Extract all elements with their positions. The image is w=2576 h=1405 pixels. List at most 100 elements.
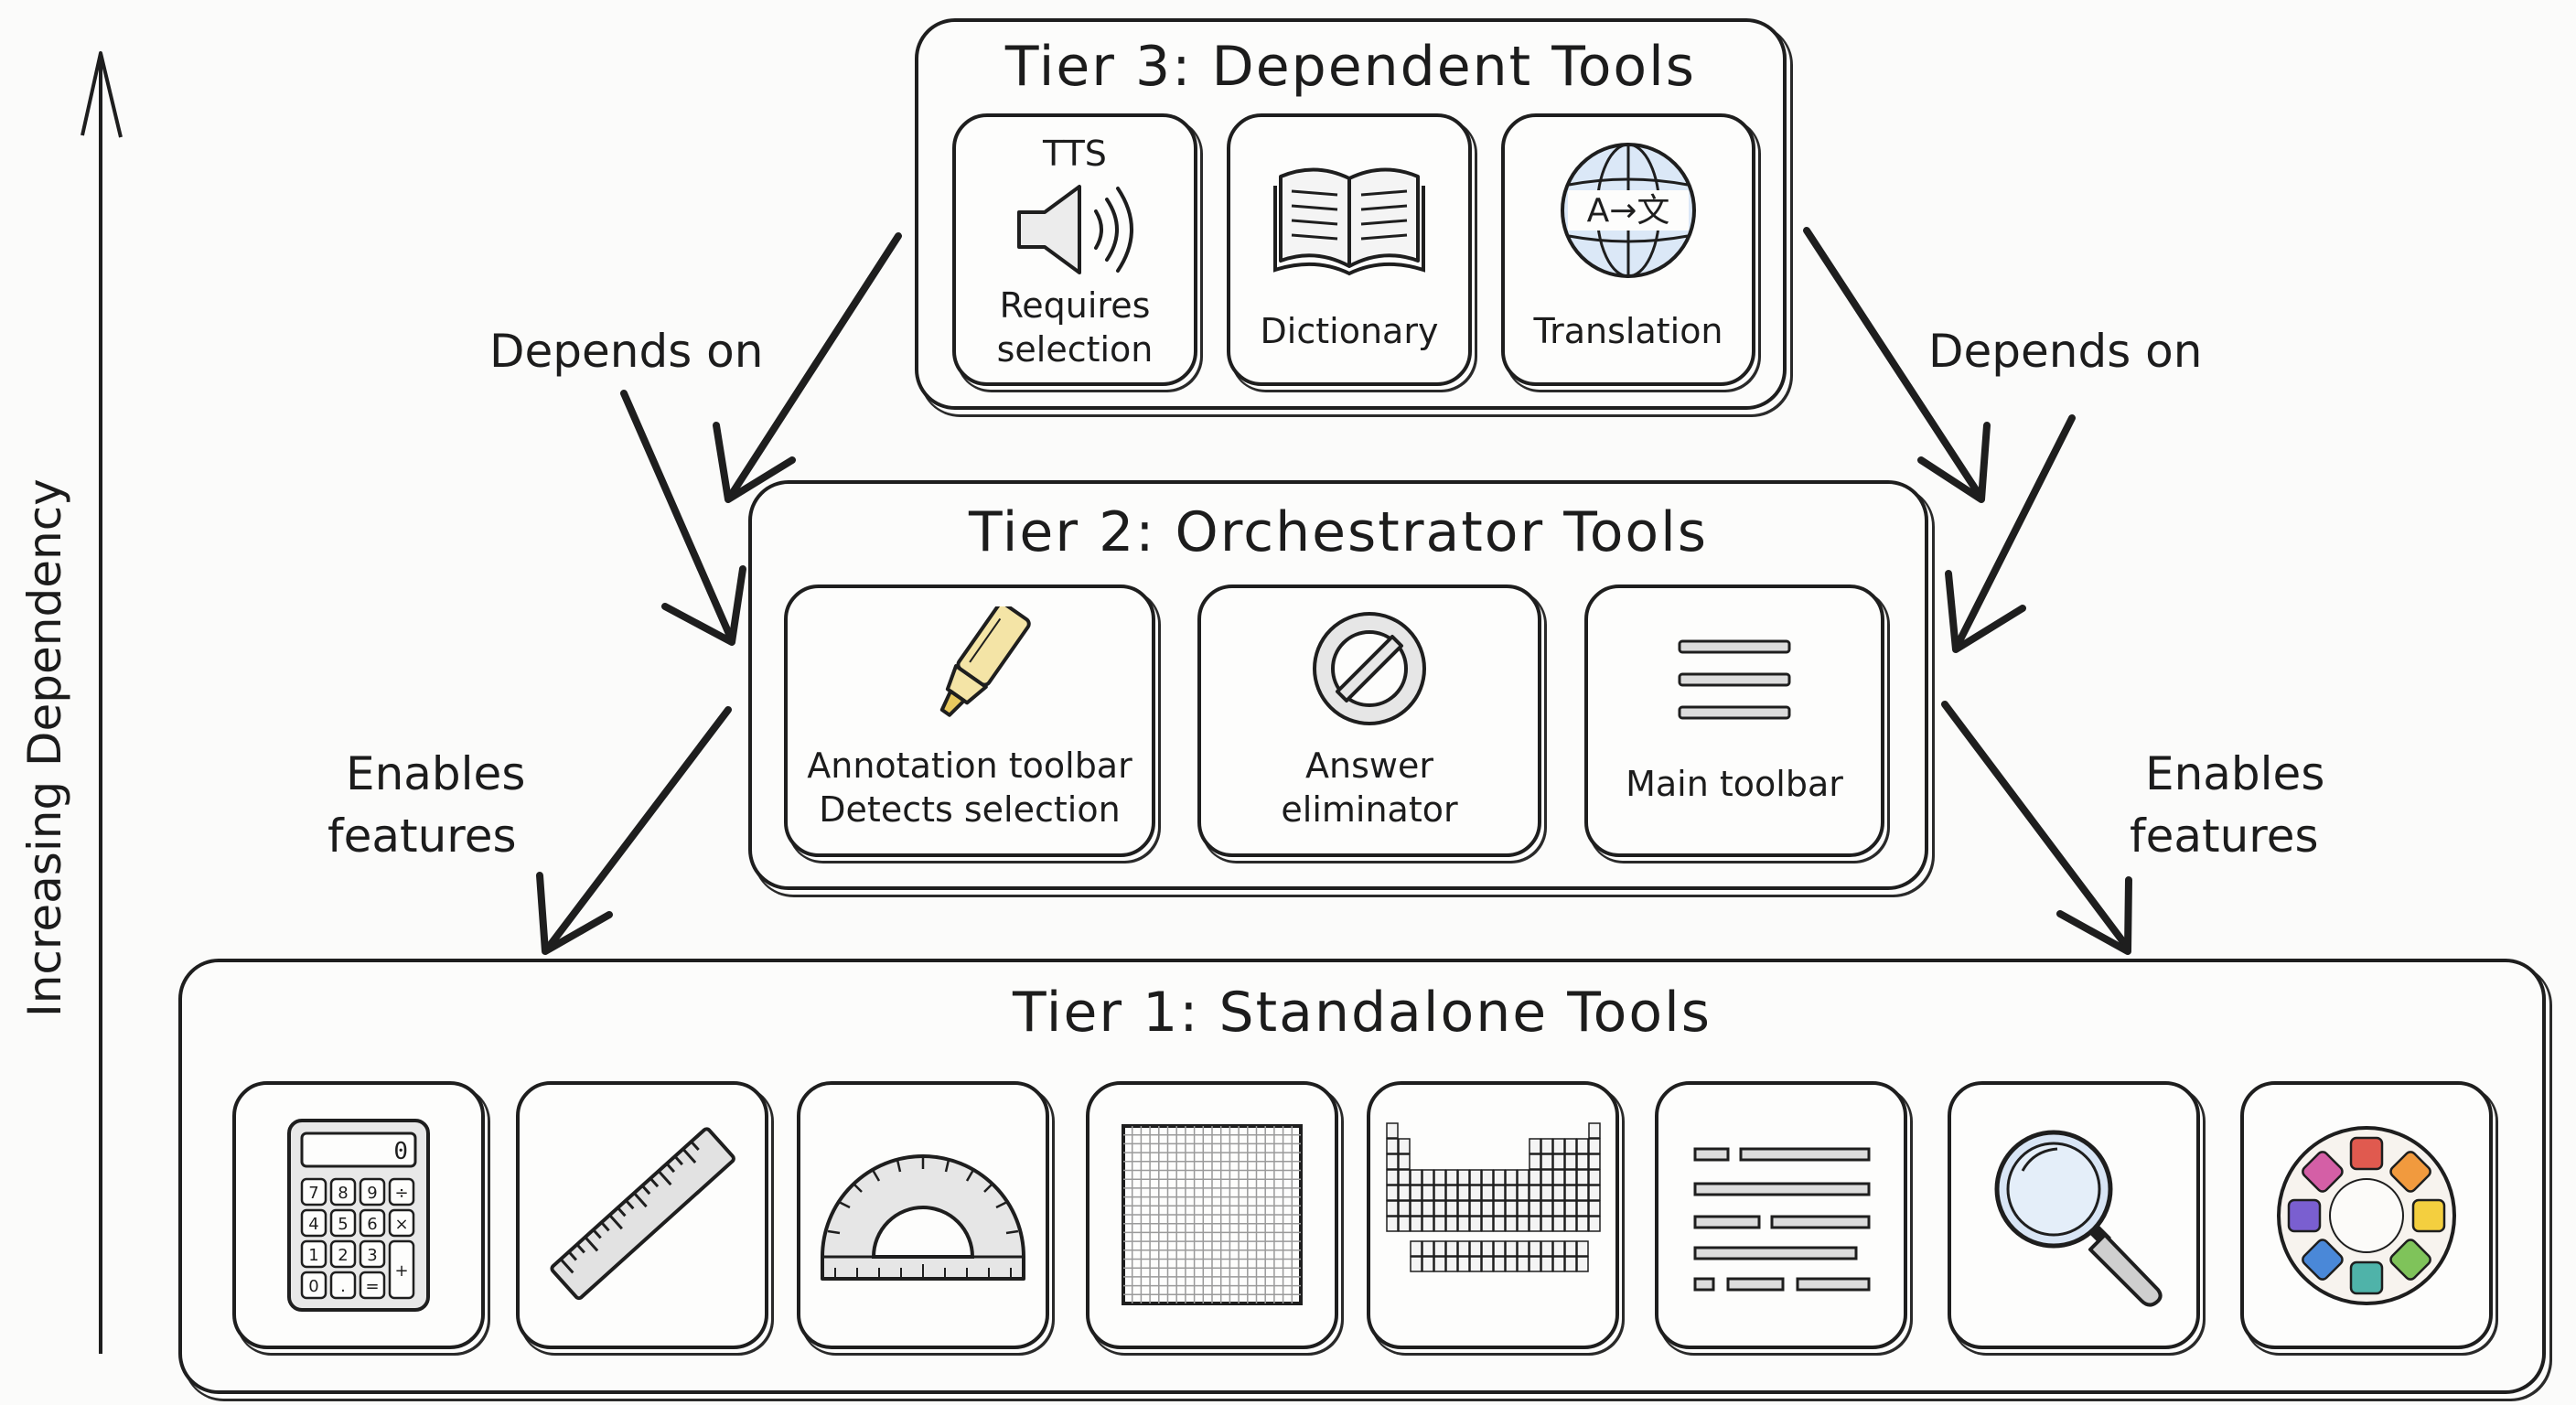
- magnifier-tool-card[interactable]: [1948, 1081, 2200, 1349]
- element-cell: [1517, 1216, 1530, 1232]
- element-cell: [1398, 1169, 1411, 1185]
- palette-swatch: [2287, 1198, 2322, 1233]
- element-cell: [1576, 1138, 1589, 1154]
- palette-swatch: [2349, 1260, 2384, 1295]
- calculator-key-label: 1: [308, 1246, 318, 1265]
- depends-on-label-right: Depends on: [1928, 325, 2203, 378]
- calculator-key-label: .: [340, 1277, 346, 1296]
- element-cell: [1493, 1240, 1506, 1257]
- element-cell: [1540, 1185, 1553, 1201]
- element-cell: [1493, 1200, 1506, 1217]
- calculator-key: [329, 1208, 357, 1238]
- element-cell: [1433, 1240, 1446, 1257]
- element-cell: [1386, 1122, 1399, 1139]
- element-cell: [1481, 1169, 1494, 1185]
- main-toolbar-card[interactable]: Main toolbar: [1584, 585, 1884, 857]
- calculator-key-label: 0: [308, 1277, 318, 1296]
- tier2-title: Tier 2: Orchestrator Tools: [968, 500, 1709, 564]
- calculator-key: [388, 1208, 415, 1238]
- element-cell: [1540, 1200, 1553, 1217]
- element-cell: [1410, 1169, 1422, 1185]
- element-cell: [1410, 1240, 1422, 1257]
- arrow-tier2-to-tier1-left: [536, 706, 732, 955]
- element-cell: [1422, 1185, 1434, 1201]
- arrow-tier2-to-tier1-right: [1941, 701, 2132, 955]
- element-cell: [1517, 1240, 1530, 1257]
- tts-label-line2: selection: [996, 329, 1154, 370]
- palette-swatch: [2411, 1198, 2446, 1233]
- translation-card[interactable]: A→文 Translation: [1501, 113, 1755, 386]
- dictionary-label: Dictionary: [1260, 311, 1439, 351]
- element-cell: [1552, 1240, 1565, 1257]
- grid-paper-card[interactable]: [1086, 1081, 1338, 1349]
- enables-features-label-left-2: features: [327, 810, 517, 863]
- element-cell: [1564, 1200, 1577, 1217]
- element-cell: [1540, 1256, 1553, 1272]
- element-cell: [1540, 1169, 1553, 1185]
- element-cell: [1410, 1185, 1422, 1201]
- element-cell: [1540, 1153, 1553, 1170]
- annotation-toolbar-label-line2: Detects selection: [819, 789, 1121, 830]
- periodic-table-card[interactable]: [1367, 1081, 1619, 1349]
- element-cell: [1517, 1200, 1530, 1217]
- element-cell: [1457, 1185, 1470, 1201]
- element-cell: [1552, 1153, 1565, 1170]
- tier1-title: Tier 1: Standalone Tools: [1012, 981, 1712, 1045]
- annotation-toolbar-label-line1: Annotation toolbar: [807, 745, 1132, 786]
- element-cell: [1445, 1240, 1458, 1257]
- element-cell: [1410, 1256, 1422, 1272]
- tts-label-line1: Requires: [999, 285, 1151, 326]
- dictionary-card[interactable]: Dictionary: [1227, 113, 1472, 386]
- element-cell: [1469, 1169, 1482, 1185]
- calculator-key: [329, 1271, 357, 1300]
- answer-eliminator-label-line2: eliminator: [1281, 789, 1458, 830]
- element-cell: [1493, 1185, 1506, 1201]
- highlighter-icon: [939, 606, 1031, 717]
- line-reader-card[interactable]: [1655, 1081, 1907, 1349]
- annotation-toolbar-card[interactable]: Annotation toolbar Detects selection: [784, 585, 1155, 857]
- element-cell: [1576, 1169, 1589, 1185]
- ruler-card[interactable]: [516, 1081, 768, 1349]
- element-cell: [1422, 1256, 1434, 1272]
- element-cell: [1505, 1185, 1518, 1201]
- periodic-table-icon: [1386, 1122, 1601, 1272]
- element-cell: [1517, 1256, 1530, 1272]
- element-cell: [1540, 1216, 1553, 1232]
- element-cell: [1505, 1169, 1518, 1185]
- calculator-key-label: 5: [338, 1215, 348, 1234]
- element-cell: [1552, 1185, 1565, 1201]
- element-cell: [1588, 1138, 1601, 1154]
- calculator-key-label: 7: [308, 1184, 318, 1203]
- color-palette-icon: [2277, 1126, 2456, 1305]
- color-palette-card[interactable]: [2240, 1081, 2493, 1349]
- element-cell: [1398, 1138, 1411, 1154]
- element-cell: [1529, 1216, 1541, 1232]
- protractor-card[interactable]: [797, 1081, 1049, 1349]
- element-cell: [1422, 1200, 1434, 1217]
- element-cell: [1457, 1200, 1470, 1217]
- arrow-right-into-tier2: [1945, 414, 2076, 653]
- element-cell: [1469, 1240, 1482, 1257]
- element-cell: [1433, 1216, 1446, 1232]
- element-cell: [1386, 1169, 1399, 1185]
- calculator-key-label: 2: [338, 1246, 348, 1265]
- calculator-key-label: +: [394, 1261, 408, 1281]
- element-cell: [1564, 1169, 1577, 1185]
- calculator-key-label: ×: [394, 1215, 408, 1234]
- calculator-key: [300, 1208, 327, 1238]
- enables-features-label-right-1: Enables: [2145, 747, 2325, 800]
- element-cell: [1445, 1216, 1458, 1232]
- element-cell: [1529, 1240, 1541, 1257]
- tts-card[interactable]: TTS Requires selection: [952, 113, 1197, 386]
- element-cell: [1386, 1185, 1399, 1201]
- element-cell: [1505, 1200, 1518, 1217]
- arrow-tier3-to-tier2-left: [713, 232, 902, 503]
- element-cell: [1529, 1200, 1541, 1217]
- element-cell: [1505, 1216, 1518, 1232]
- calculator-key: [300, 1239, 327, 1269]
- magnifier-icon: [1994, 1130, 2163, 1307]
- answer-eliminator-card[interactable]: Answer eliminator: [1197, 585, 1541, 857]
